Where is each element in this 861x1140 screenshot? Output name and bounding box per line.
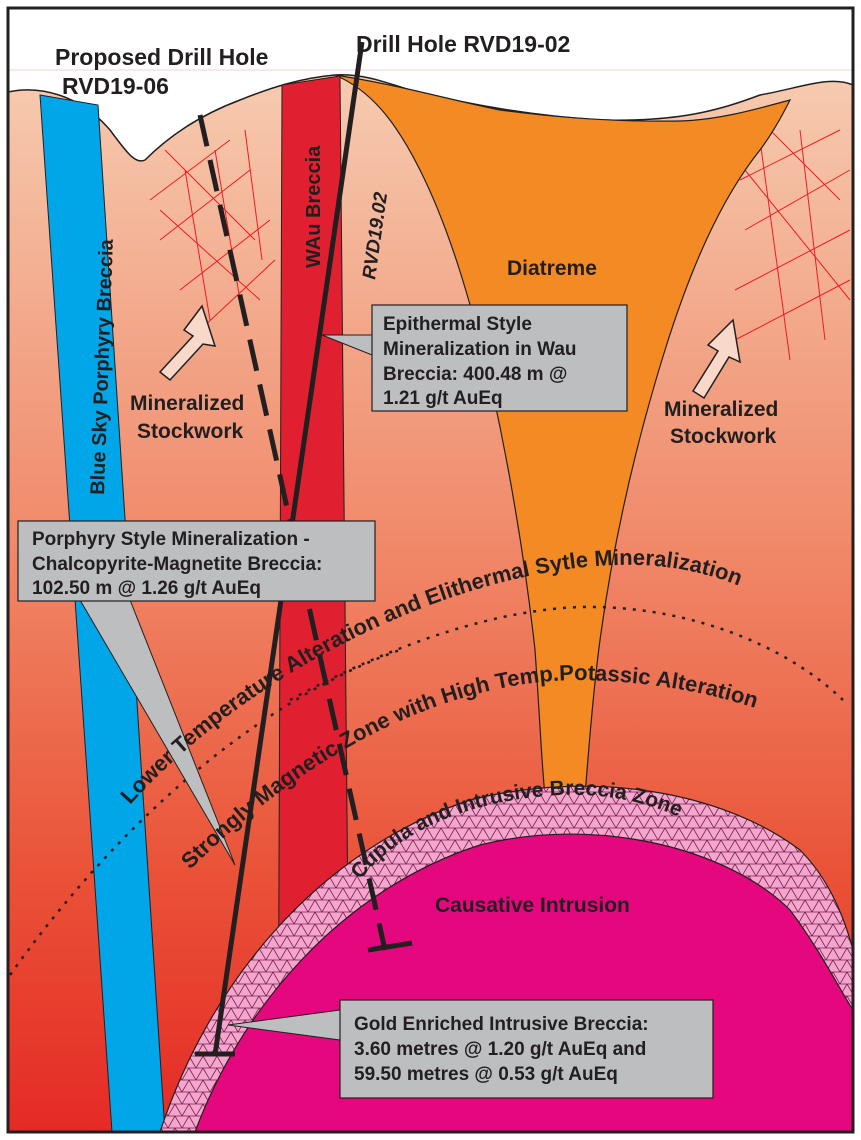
proposed-hole-label-2: RVD19-06 bbox=[62, 73, 169, 99]
proposed-drill-hole-end-cap bbox=[367, 940, 413, 953]
callout-porphyry-line-2: Chalcopyrite-Magnetite Breccia: bbox=[32, 554, 322, 575]
wau-breccia-label: WAu Breccia bbox=[303, 145, 325, 268]
callout-epithermal-line-2: Mineralization in Wau bbox=[383, 339, 577, 360]
stockwork-arrow-right bbox=[691, 318, 741, 400]
callout-gold-line-1: Gold Enriched Intrusive Breccia: bbox=[354, 1014, 649, 1035]
callout-epithermal-line-1: Epithermal Style bbox=[383, 314, 532, 335]
callout-gold-line-2: 3.60 metres @ 1.20 g/t AuEq and bbox=[354, 1039, 646, 1060]
proposed-hole-label-1: Proposed Drill Hole bbox=[55, 44, 268, 70]
callout-epithermal: Epithermal Style Mineralization in Wau B… bbox=[321, 304, 628, 412]
stockwork-right-label-2: Stockwork bbox=[670, 425, 777, 448]
stockwork-left-label-2: Stockwork bbox=[137, 420, 244, 443]
stockwork-left-label-1: Mineralized bbox=[130, 392, 244, 415]
drill-hole-label: Drill Hole RVD19-02 bbox=[356, 31, 570, 57]
callout-porphyry-line-3: 102.50 m @ 1.26 g/t AuEq bbox=[32, 578, 261, 599]
wau-breccia bbox=[277, 75, 351, 1132]
stockwork-arrow-left bbox=[158, 304, 217, 382]
alteration-boundary-upper bbox=[289, 605, 844, 702]
diagram-frame bbox=[6, 6, 855, 1134]
alteration-boundary-lower bbox=[8, 648, 401, 976]
callout-porphyry: Porphyry Style Mineralization - Chalcopy… bbox=[17, 520, 376, 866]
stockwork-hatching-left bbox=[149, 129, 276, 331]
diatreme-label: Diatreme bbox=[507, 257, 597, 280]
callout-gold-line-3: 59.50 metres @ 0.53 g/t AuEq bbox=[354, 1064, 618, 1085]
stockwork-hatching-right bbox=[734, 119, 851, 361]
causative-intrusion-label: Causative Intrusion bbox=[435, 894, 630, 917]
callout-epithermal-line-3: Breccia: 400.48 m @ bbox=[383, 364, 567, 385]
stockwork-right-label-1: Mineralized bbox=[664, 398, 778, 421]
callout-epithermal-line-4: 1.21 g/t AuEq bbox=[383, 388, 503, 409]
callout-porphyry-line-1: Porphyry Style Mineralization - bbox=[32, 529, 310, 550]
callout-gold: Gold Enriched Intrusive Breccia: 3.60 me… bbox=[227, 999, 714, 1099]
